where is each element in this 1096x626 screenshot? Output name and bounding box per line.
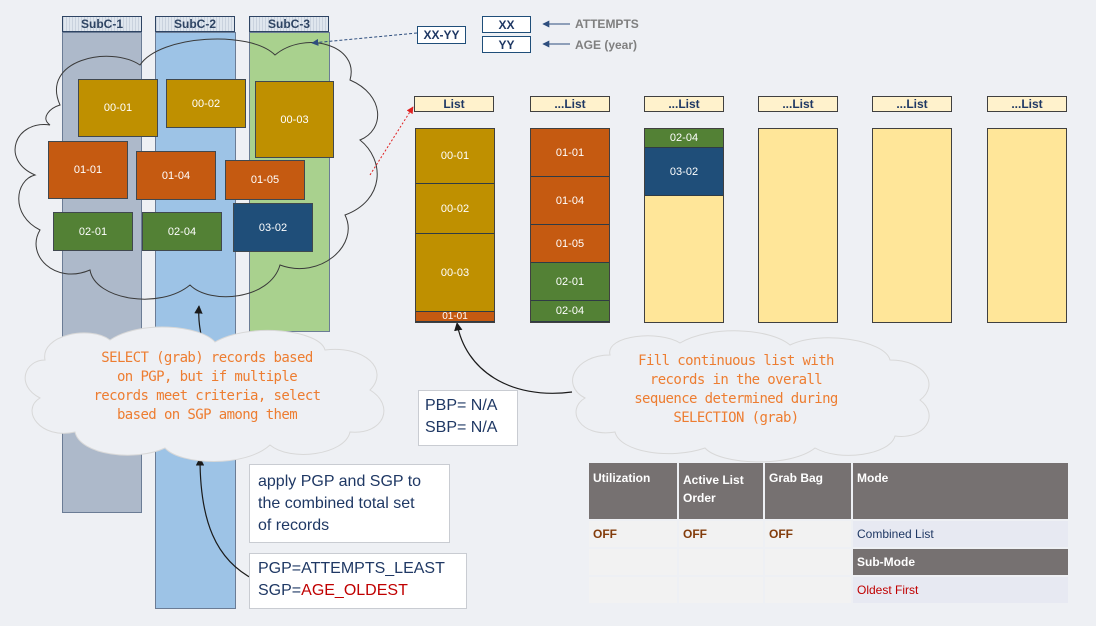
fill-cloud-text: Fill continuous list with records in the… [596, 352, 876, 428]
cloud-line: on PGP, but if multiple [116, 369, 298, 385]
pool-to-list-arrow [369, 106, 414, 176]
sbp-line: SBP= N/A [425, 419, 498, 436]
column-subc-2 [155, 32, 236, 609]
key-yy: YY [482, 36, 531, 53]
pool-record: 01-04 [136, 151, 216, 200]
pool-record: 02-04 [142, 212, 222, 251]
submode-value: Oldest First [853, 577, 1068, 603]
list-body [758, 128, 838, 323]
empty-cell [679, 549, 763, 575]
record-pool-cloud [14, 38, 379, 300]
cloud-line: records meet criteria, select [93, 388, 321, 404]
list-record: 02-01 [531, 263, 609, 301]
utilization-value: OFF [589, 521, 677, 547]
column-header-subc-1: SubC-1 [62, 16, 142, 32]
pbp-line: PBP= N/A [425, 397, 498, 414]
header-grab-bag: Grab Bag [765, 463, 851, 519]
empty-cell [589, 577, 677, 603]
pool-record: 00-03 [255, 81, 334, 158]
list-record: 02-04 [645, 129, 723, 148]
pgp-sgp-note: PGP=ATTEMPTS_LEAST SGP=AGE_OLDEST [249, 553, 467, 609]
pgp-to-cloud-arrow [195, 457, 256, 581]
cloud-line: SELECTION (grab) [673, 410, 799, 426]
list-header: ...List [758, 96, 838, 112]
fill-cloud-shape [572, 330, 930, 463]
table-row: Utilization Active List Order Grab Bag M… [589, 463, 1068, 519]
list-record: 01-01 [416, 311, 494, 322]
column-header-subc-3: SubC-3 [249, 16, 329, 32]
sgp-line: SGP=AGE_OLDEST [258, 580, 458, 602]
pbp-sbp-note: PBP= N/A SBP= N/A [418, 390, 518, 446]
mode-table: Utilization Active List Order Grab Bag M… [587, 461, 1070, 605]
pool-record: 02-01 [53, 212, 133, 251]
list-record: 00-02 [416, 184, 494, 234]
empty-cell [679, 577, 763, 603]
list-header: ...List [872, 96, 952, 112]
list-record: 00-03 [416, 234, 494, 312]
empty-cell [765, 549, 851, 575]
record-key-label: XX-YY [417, 26, 466, 44]
cloud-line: based on SGP among them [116, 407, 298, 423]
fill-cloud-arrow [454, 322, 573, 394]
key-age-label: AGE (year) [575, 38, 638, 52]
list-record: 01-05 [531, 225, 609, 263]
list-header: ...List [530, 96, 610, 112]
cloud-line: sequence determined during [634, 391, 838, 407]
list-body [872, 128, 952, 323]
pgp-line: PGP=ATTEMPTS_LEAST [258, 560, 445, 577]
key-attempts-label: ATTEMPTS [575, 17, 639, 31]
grab-bag-value: OFF [765, 521, 851, 547]
pool-record: 01-01 [48, 141, 128, 199]
note-line: of records [258, 517, 330, 534]
select-cloud-shape [24, 326, 385, 462]
header-mode: Mode [853, 463, 1068, 519]
note-line: the combined total set [258, 495, 415, 512]
note-line: apply PGP and SGP to [258, 473, 422, 490]
list-record: 01-01 [531, 129, 609, 177]
apply-note: apply PGP and SGP to the combined total … [249, 464, 450, 543]
header-active-list-order: Active List Order [679, 463, 763, 519]
list-header: ...List [987, 96, 1067, 112]
submode-header: Sub-Mode [853, 549, 1068, 575]
table-row: Oldest First [589, 577, 1068, 603]
active-list-order-value: OFF [679, 521, 763, 547]
pool-record: 01-05 [225, 160, 305, 200]
list-record: 02-04 [531, 301, 609, 322]
pool-record: 00-02 [166, 79, 246, 128]
column-header-subc-2: SubC-2 [155, 16, 235, 32]
empty-cell [589, 549, 677, 575]
list-header: List [414, 96, 494, 112]
pool-record: 00-01 [78, 79, 158, 137]
select-cloud-text: SELECT (grab) records based on PGP, but … [52, 349, 362, 425]
pool-record: 03-02 [233, 203, 313, 252]
key-xx: XX [482, 16, 531, 33]
sgp-value: AGE_OLDEST [301, 582, 408, 599]
header-utilization: Utilization [589, 463, 677, 519]
cloud-line: SELECT (grab) records based [101, 350, 313, 366]
empty-cell [765, 577, 851, 603]
mode-value: Combined List [853, 521, 1068, 547]
table-row: Sub-Mode [589, 549, 1068, 575]
key-dashed-arrow [311, 32, 418, 46]
cloud-line: Fill continuous list with [638, 353, 834, 369]
list-record: 01-04 [531, 177, 609, 225]
list-header: ...List [644, 96, 724, 112]
cloud-line: records in the overall [649, 372, 823, 388]
list-body [987, 128, 1067, 323]
sgp-prefix: SGP= [258, 582, 302, 599]
list-record: 03-02 [645, 148, 723, 196]
table-row: OFF OFF OFF Combined List [589, 521, 1068, 547]
list-record: 00-01 [416, 129, 494, 184]
